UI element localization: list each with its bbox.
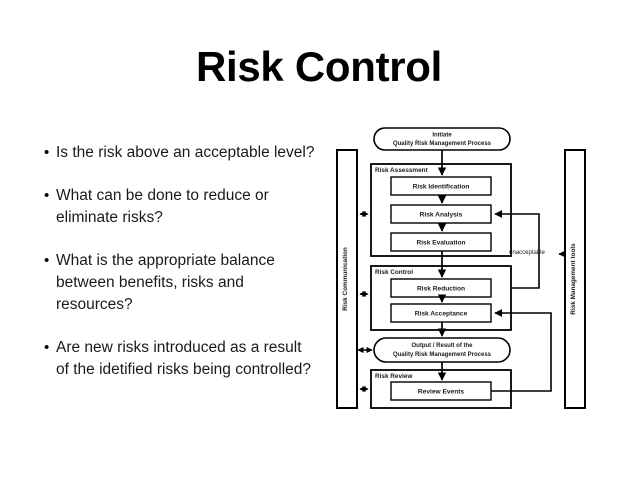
output-result-node — [373, 337, 511, 363]
risk-identification-label: Risk Identification — [413, 184, 470, 191]
page-title: Risk Control — [195, 43, 443, 90]
bullet-list: • Is the risk above an acceptable level?… — [38, 142, 318, 402]
list-item: • Are new risks introduced as a result o… — [38, 337, 318, 381]
bullet-point-icon: • — [44, 252, 50, 269]
risk-evaluation-label: Risk Evaluation — [416, 240, 465, 247]
output-result-line2: Quality Risk Management Process — [393, 352, 492, 358]
risk-assessment-label: Risk Assessment — [375, 167, 429, 174]
output-result-line1: Output / Result of the — [412, 343, 474, 349]
list-item-label: What can be done to reduce or eliminate … — [56, 187, 269, 226]
risk-analysis-box — [390, 204, 492, 224]
initiate-process-line1: Initiate — [432, 133, 452, 139]
list-item-label: What is the appropriate balance between … — [56, 252, 275, 313]
list-item: • What is the appropriate balance betwee… — [38, 250, 318, 316]
feedback-loop-review-to-acceptance — [491, 309, 552, 392]
list-item: • Is the risk above an acceptable level? — [38, 142, 318, 164]
list-item-label: Are new risks introduced as a result of … — [56, 339, 312, 378]
risk-control-label: Risk Control — [375, 269, 413, 276]
initiate-process-line2: Quality Risk Management Process — [393, 141, 492, 147]
risk-analysis-label: Risk Analysis — [420, 212, 463, 219]
risk-evaluation-box — [390, 232, 492, 252]
risk-acceptance-label: Risk Acceptance — [415, 311, 468, 318]
risk-management-tools-bar — [564, 149, 586, 409]
risk-communication-label: Risk Communication — [342, 247, 349, 311]
risk-acceptance-box — [390, 303, 492, 323]
quality-risk-management-process-diagram: Risk Communication Risk Management tools… — [327, 126, 615, 422]
risk-management-tools-label: Risk Management tools — [570, 243, 577, 315]
bullet-point-icon: • — [44, 144, 50, 161]
risk-communication-bar — [336, 149, 358, 409]
bullet-point-icon: • — [44, 187, 50, 204]
risk-identification-box — [390, 176, 492, 196]
risk-review-label: Risk Review — [375, 373, 412, 380]
list-item-label: Is the risk above an acceptable level? — [56, 144, 315, 161]
feedback-loop-unacceptable — [494, 210, 540, 289]
unacceptable-edge-label: unacceptable — [509, 250, 545, 256]
risk-reduction-label: Risk Reduction — [417, 286, 465, 293]
review-events-label: Review Events — [418, 389, 465, 396]
list-item: • What can be done to reduce or eliminat… — [38, 185, 318, 229]
bullet-point-icon: • — [44, 339, 50, 356]
